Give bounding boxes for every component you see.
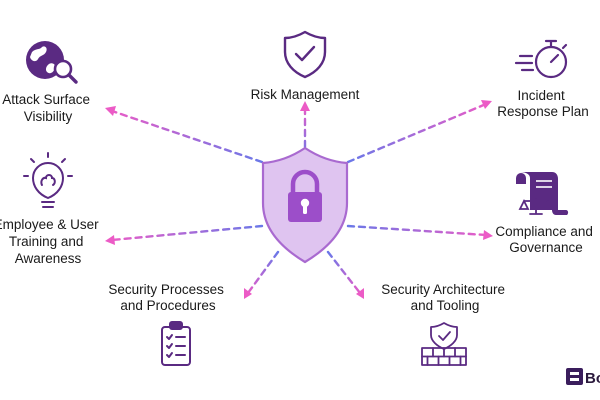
node-processes: Security Processes and Procedures xyxy=(108,282,227,366)
stopwatch-icon xyxy=(514,39,568,79)
label-risk: Risk Management xyxy=(251,87,360,102)
connector-incident xyxy=(346,102,488,164)
connector-architecture xyxy=(326,250,362,295)
arrowhead-attack xyxy=(105,106,116,116)
label-attack: Attack Surface Visibility xyxy=(2,92,94,124)
node-incident: Incident Response Plan xyxy=(497,39,589,119)
node-compliance: Compliance and Governance xyxy=(495,172,596,255)
shield-lock-icon xyxy=(261,146,349,264)
brand-text: Bo xyxy=(585,370,600,387)
brand-logo-icon xyxy=(566,368,583,385)
firewall-shield-icon xyxy=(421,322,467,366)
arrowhead-training xyxy=(105,235,115,245)
connector-training xyxy=(110,224,264,242)
connector-attack xyxy=(110,109,264,164)
label-training: Employee & User Training and Awareness xyxy=(0,217,102,266)
brain-bulb-icon xyxy=(23,152,73,208)
connector-processes xyxy=(246,250,280,295)
label-incident: Incident Response Plan xyxy=(497,88,589,119)
arrowhead-compliance xyxy=(483,230,493,240)
arrowhead-risk xyxy=(300,101,310,111)
arrowhead-incident xyxy=(481,100,492,109)
label-compliance: Compliance and Governance xyxy=(495,224,596,255)
node-attack: Attack Surface Visibility xyxy=(2,41,94,124)
arrowhead-processes xyxy=(244,288,252,299)
scroll-scales-icon xyxy=(516,172,569,215)
globe-magnifier-icon xyxy=(26,41,78,84)
clipboard-checklist-icon xyxy=(161,321,191,366)
arrowhead-architecture xyxy=(356,288,364,299)
label-processes: Security Processes and Procedures xyxy=(108,282,227,313)
connector-compliance xyxy=(346,224,488,237)
node-architecture: Security Architecture and Tooling xyxy=(381,282,509,366)
brand: Bo xyxy=(566,368,600,387)
node-training: Employee & User Training and Awareness xyxy=(0,152,102,266)
shield-check-icon xyxy=(283,30,327,79)
label-architecture: Security Architecture and Tooling xyxy=(381,282,509,313)
node-risk: Risk Management xyxy=(251,30,360,102)
